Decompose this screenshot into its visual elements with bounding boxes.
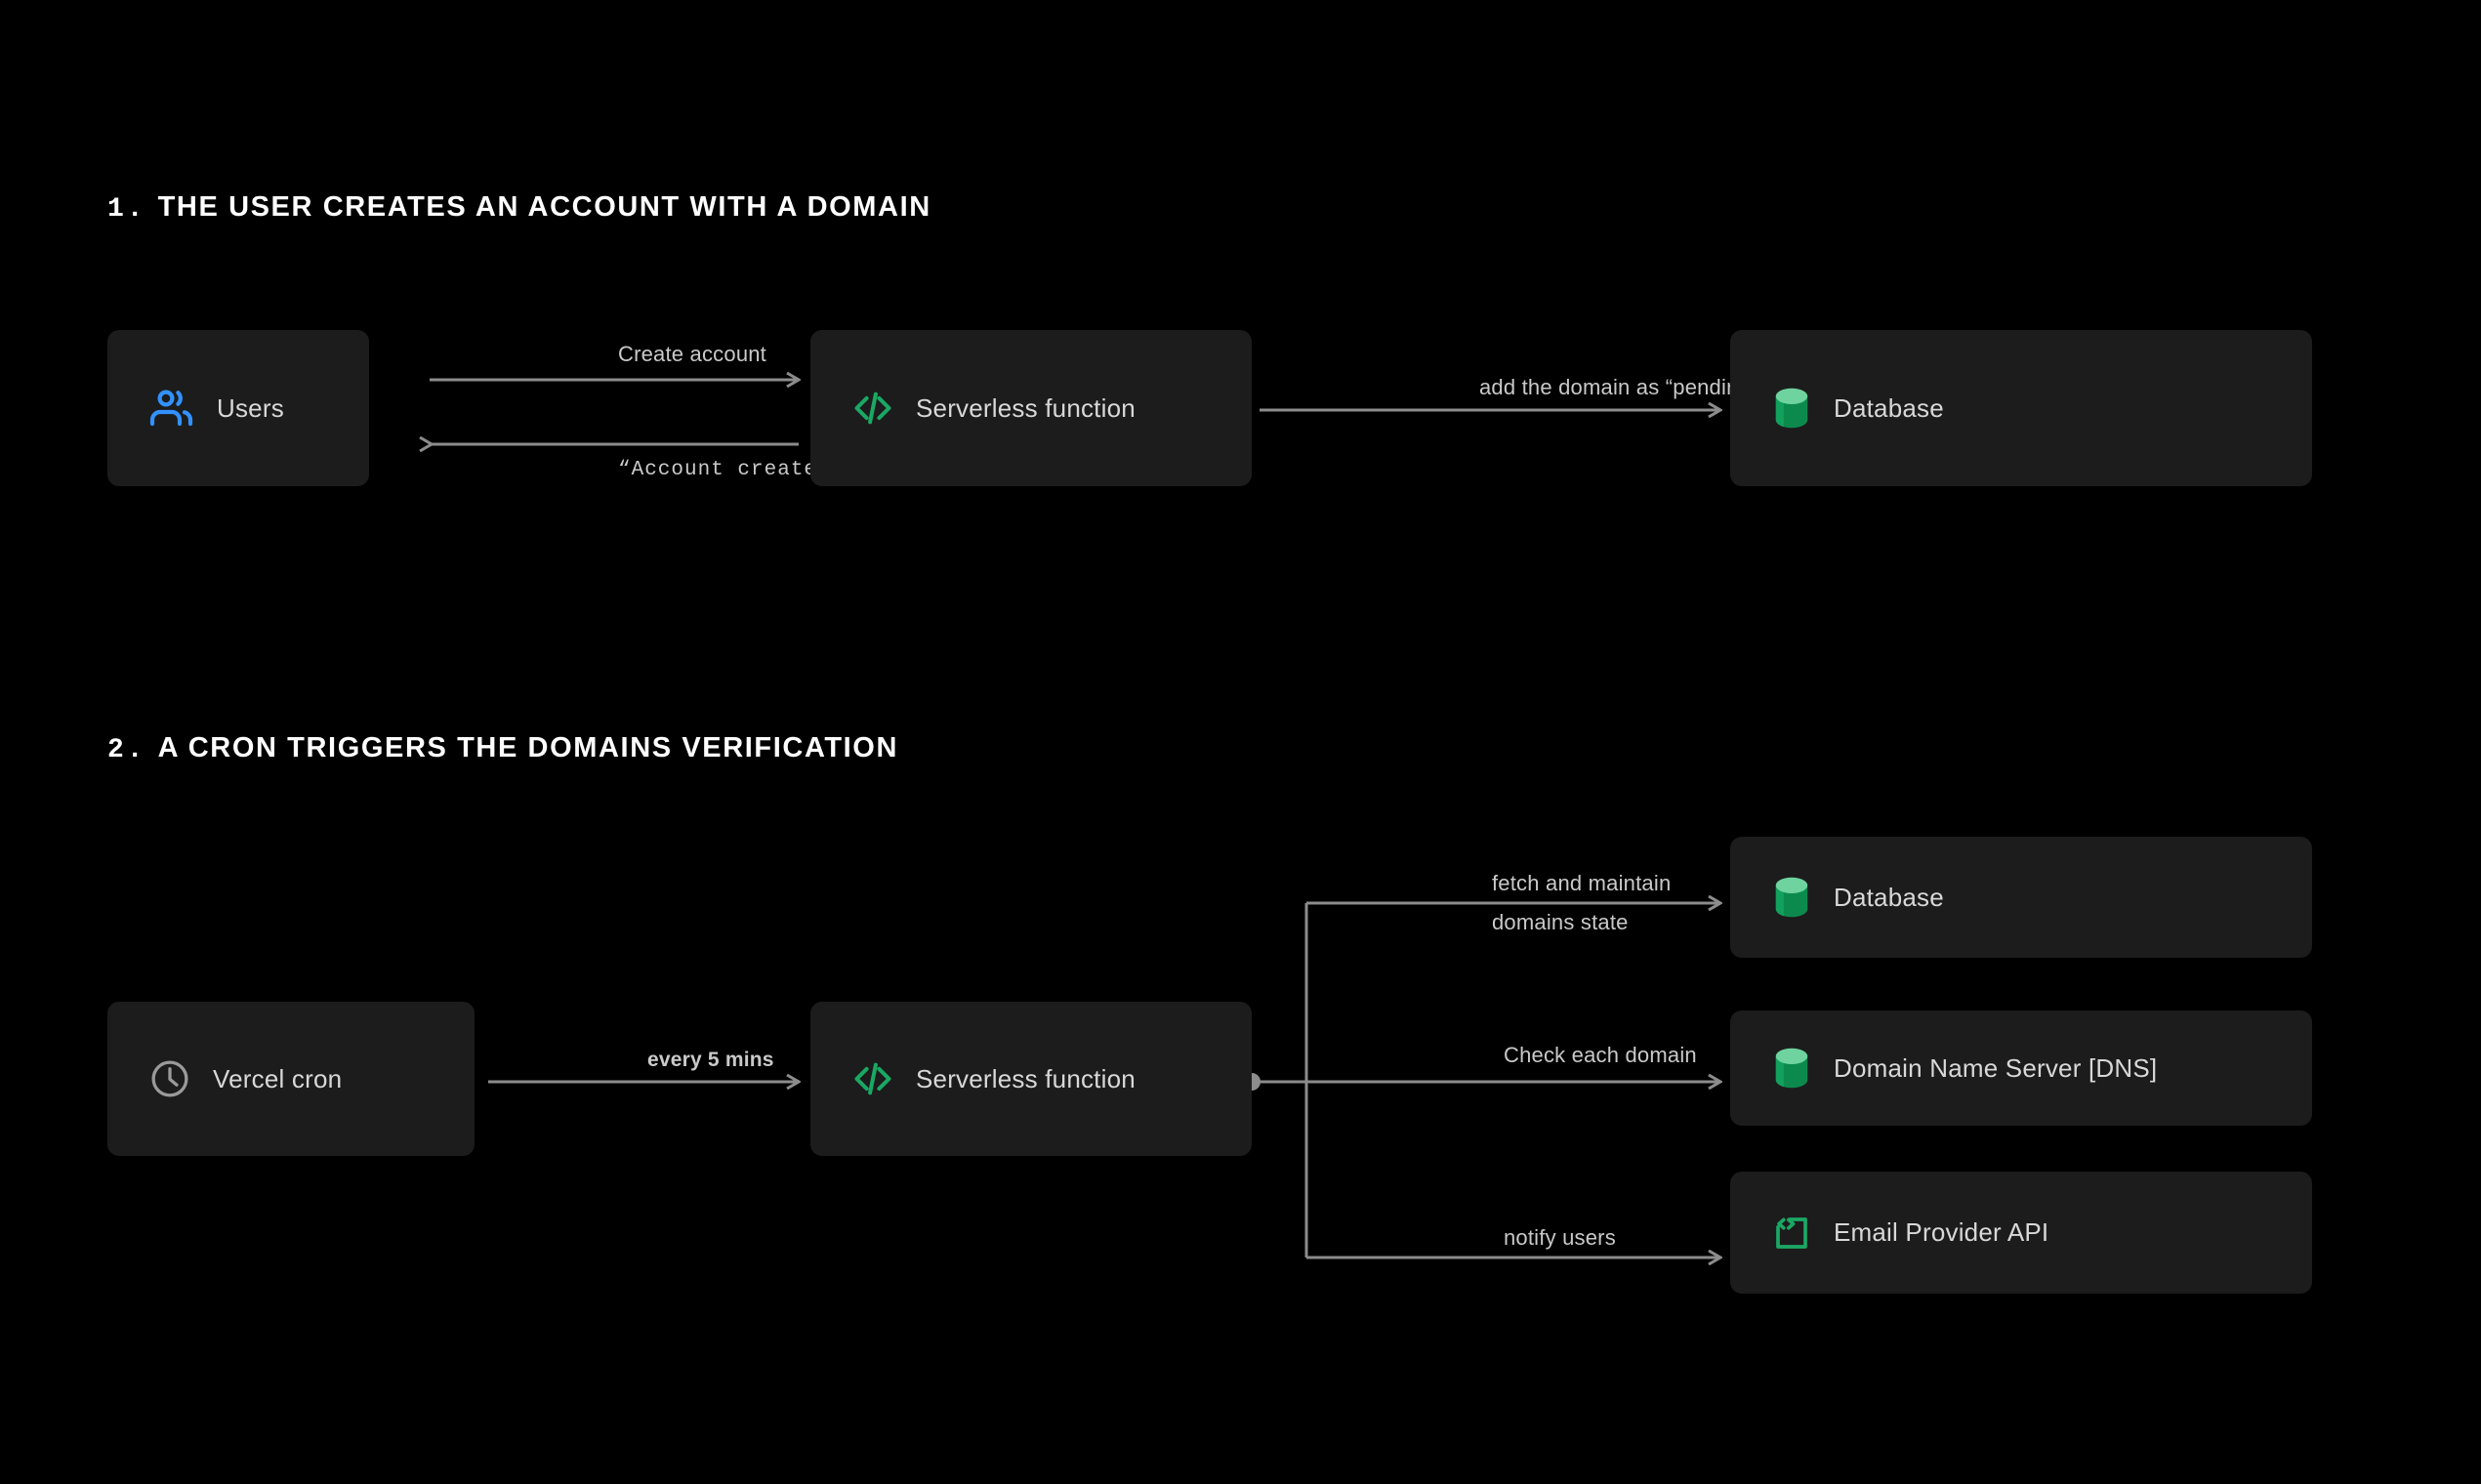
section-2-heading: 2. A CRON TRIGGERS THE DOMAINS VERIFICAT… — [107, 732, 898, 765]
clock-icon — [148, 1057, 191, 1100]
node-vercel-cron-label: Vercel cron — [213, 1063, 343, 1093]
section-1-number: 1. — [107, 194, 146, 225]
section-2-title-text: A CRON TRIGGERS THE DOMAINS VERIFICATION — [157, 732, 899, 763]
wire-label-check-each-domain: Check each domain — [1504, 1043, 1697, 1067]
wire-label-notify-users: notify users — [1504, 1225, 1616, 1250]
wire-label-add-domain-pending: add the domain as “pending” — [1479, 375, 1758, 399]
node-serverless-function-2[interactable]: Serverless function — [810, 1002, 1252, 1156]
database-cylinder-icon — [1771, 386, 1812, 431]
wire-label-create-account: Create account — [618, 342, 766, 366]
users-icon — [148, 385, 195, 432]
node-database-1-label: Database — [1834, 392, 1944, 423]
code-brackets-icon — [851, 1057, 894, 1100]
node-vercel-cron[interactable]: Vercel cron — [107, 1002, 475, 1156]
node-email-provider-api[interactable]: Email Provider API — [1730, 1172, 2312, 1294]
node-domain-name-server-label: Domain Name Server [DNS] — [1834, 1052, 2158, 1083]
node-email-provider-api-label: Email Provider API — [1834, 1217, 2049, 1247]
section-1-title-text: THE USER CREATES AN ACCOUNT WITH A DOMAI… — [157, 191, 931, 223]
wire-label-fetch-line2: domains state — [1492, 910, 1629, 934]
database-cylinder-icon — [1771, 1046, 1812, 1091]
node-database-1[interactable]: Database — [1730, 330, 2312, 486]
node-users[interactable]: Users — [107, 330, 369, 486]
database-cylinder-icon — [1771, 875, 1812, 920]
node-serverless-function-1[interactable]: Serverless function — [810, 330, 1252, 486]
node-database-2[interactable]: Database — [1730, 837, 2312, 958]
section-1-heading: 1. THE USER CREATES AN ACCOUNT WITH A DO… — [107, 191, 931, 225]
wire-label-every-5-mins: every 5 mins — [647, 1049, 774, 1071]
api-code-square-icon — [1771, 1213, 1812, 1254]
node-domain-name-server[interactable]: Domain Name Server [DNS] — [1730, 1010, 2312, 1126]
section-2-number: 2. — [107, 735, 146, 765]
wire-label-fetch-line1: fetch and maintain — [1492, 871, 1672, 895]
node-serverless-function-1-label: Serverless function — [916, 392, 1136, 423]
node-serverless-function-2-label: Serverless function — [916, 1063, 1136, 1093]
wire-label-account-created: “Account created” — [618, 459, 845, 481]
code-brackets-icon — [851, 387, 894, 430]
node-database-2-label: Database — [1834, 882, 1944, 912]
node-users-label: Users — [217, 392, 284, 423]
